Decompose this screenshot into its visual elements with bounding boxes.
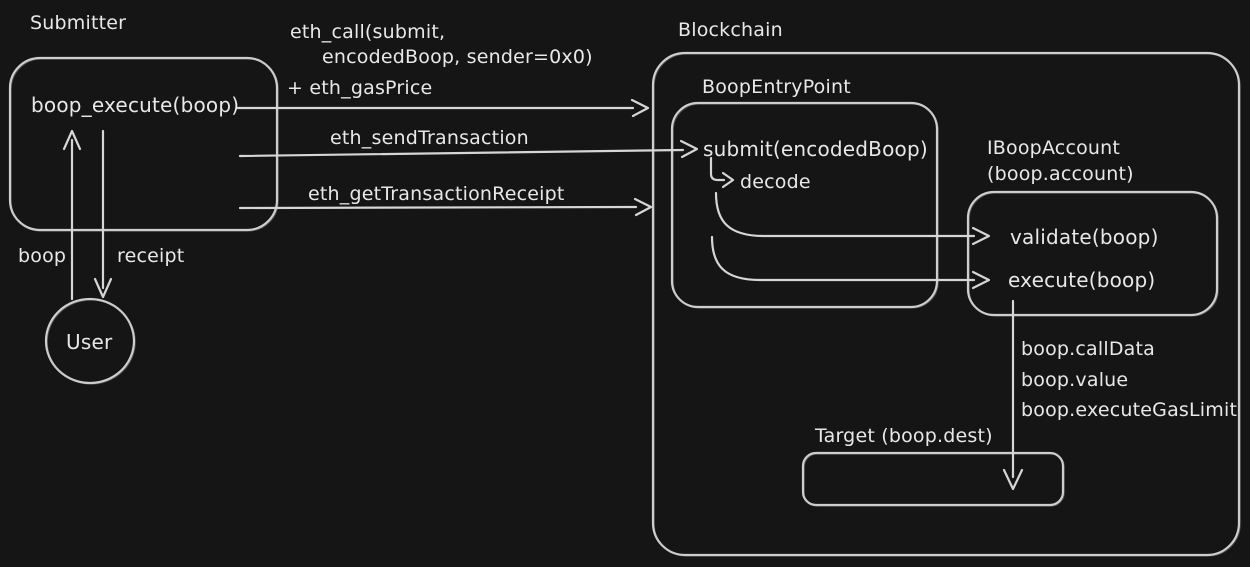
iboop-account-title-line1: IBoopAccount bbox=[987, 137, 1120, 159]
submit-label: submit(encodedBoop) bbox=[703, 137, 928, 161]
blockchain-box bbox=[651, 51, 1241, 557]
boop-execute-label: boop_execute(boop) bbox=[31, 93, 239, 117]
validate-arrowhead-icon bbox=[971, 226, 991, 246]
eth-send-arrowhead-icon bbox=[679, 139, 699, 159]
execute-param2-label: boop.value bbox=[1021, 369, 1128, 391]
blockchain-title: Blockchain bbox=[678, 19, 783, 41]
target-box bbox=[801, 451, 1065, 507]
user-circle bbox=[44, 297, 136, 385]
eth-send-transaction-arrow bbox=[238, 148, 685, 158]
receipt-edge-label: receipt bbox=[117, 245, 184, 267]
eth-get-receipt-arrow bbox=[238, 205, 638, 210]
execute-arrowhead-icon bbox=[971, 270, 991, 290]
iboop-account-title-line2: (boop.account) bbox=[987, 163, 1134, 185]
eth-call-label-line2: encodedBoop, sender=0x0) bbox=[322, 46, 593, 68]
boop-entry-point-box-echo bbox=[672, 103, 939, 309]
blockchain-box-echo bbox=[653, 53, 1241, 557]
decode-elbow-arrowhead-icon bbox=[721, 171, 735, 189]
target-box-echo bbox=[803, 453, 1065, 507]
user-label: User bbox=[66, 330, 113, 354]
decode-elbow-icon bbox=[709, 156, 726, 182]
receipt-arrowhead-icon bbox=[93, 277, 113, 299]
iboop-account-box-echo bbox=[968, 192, 1219, 317]
eth-get-receipt-arrowhead-icon bbox=[633, 197, 653, 217]
execute-param1-label: boop.callData bbox=[1021, 338, 1155, 360]
eth-get-receipt-label: eth_getTransactionReceipt bbox=[308, 183, 565, 205]
boop-entry-point-title: BoopEntryPoint bbox=[702, 76, 851, 98]
submitter-title: Submitter bbox=[30, 12, 126, 34]
eth-call-label-line1: eth_call(submit, bbox=[290, 21, 445, 43]
validate-call-arrow bbox=[714, 191, 976, 238]
validate-label: validate(boop) bbox=[1010, 225, 1159, 249]
eth-call-arrowhead-icon bbox=[630, 98, 650, 118]
submitter-box bbox=[8, 56, 279, 232]
eth-send-transaction-label: eth_sendTransaction bbox=[330, 127, 529, 149]
submitter-box-echo bbox=[10, 58, 279, 232]
eth-call-label-line3: + eth_gasPrice bbox=[287, 77, 432, 99]
execute-param3-label: boop.executeGasLimit bbox=[1021, 399, 1237, 421]
execute-call-arrow bbox=[710, 235, 976, 282]
boop-arrowhead-icon bbox=[62, 129, 82, 151]
user-circle-echo bbox=[46, 299, 136, 385]
decode-label: decode bbox=[740, 171, 811, 193]
boop-entry-point-box bbox=[670, 101, 939, 309]
boop-edge-label: boop bbox=[18, 245, 66, 267]
execute-label: execute(boop) bbox=[1008, 268, 1155, 292]
target-arrowhead-icon bbox=[1002, 468, 1024, 491]
iboop-account-box bbox=[966, 190, 1219, 317]
target-title: Target (boop.dest) bbox=[814, 425, 993, 447]
